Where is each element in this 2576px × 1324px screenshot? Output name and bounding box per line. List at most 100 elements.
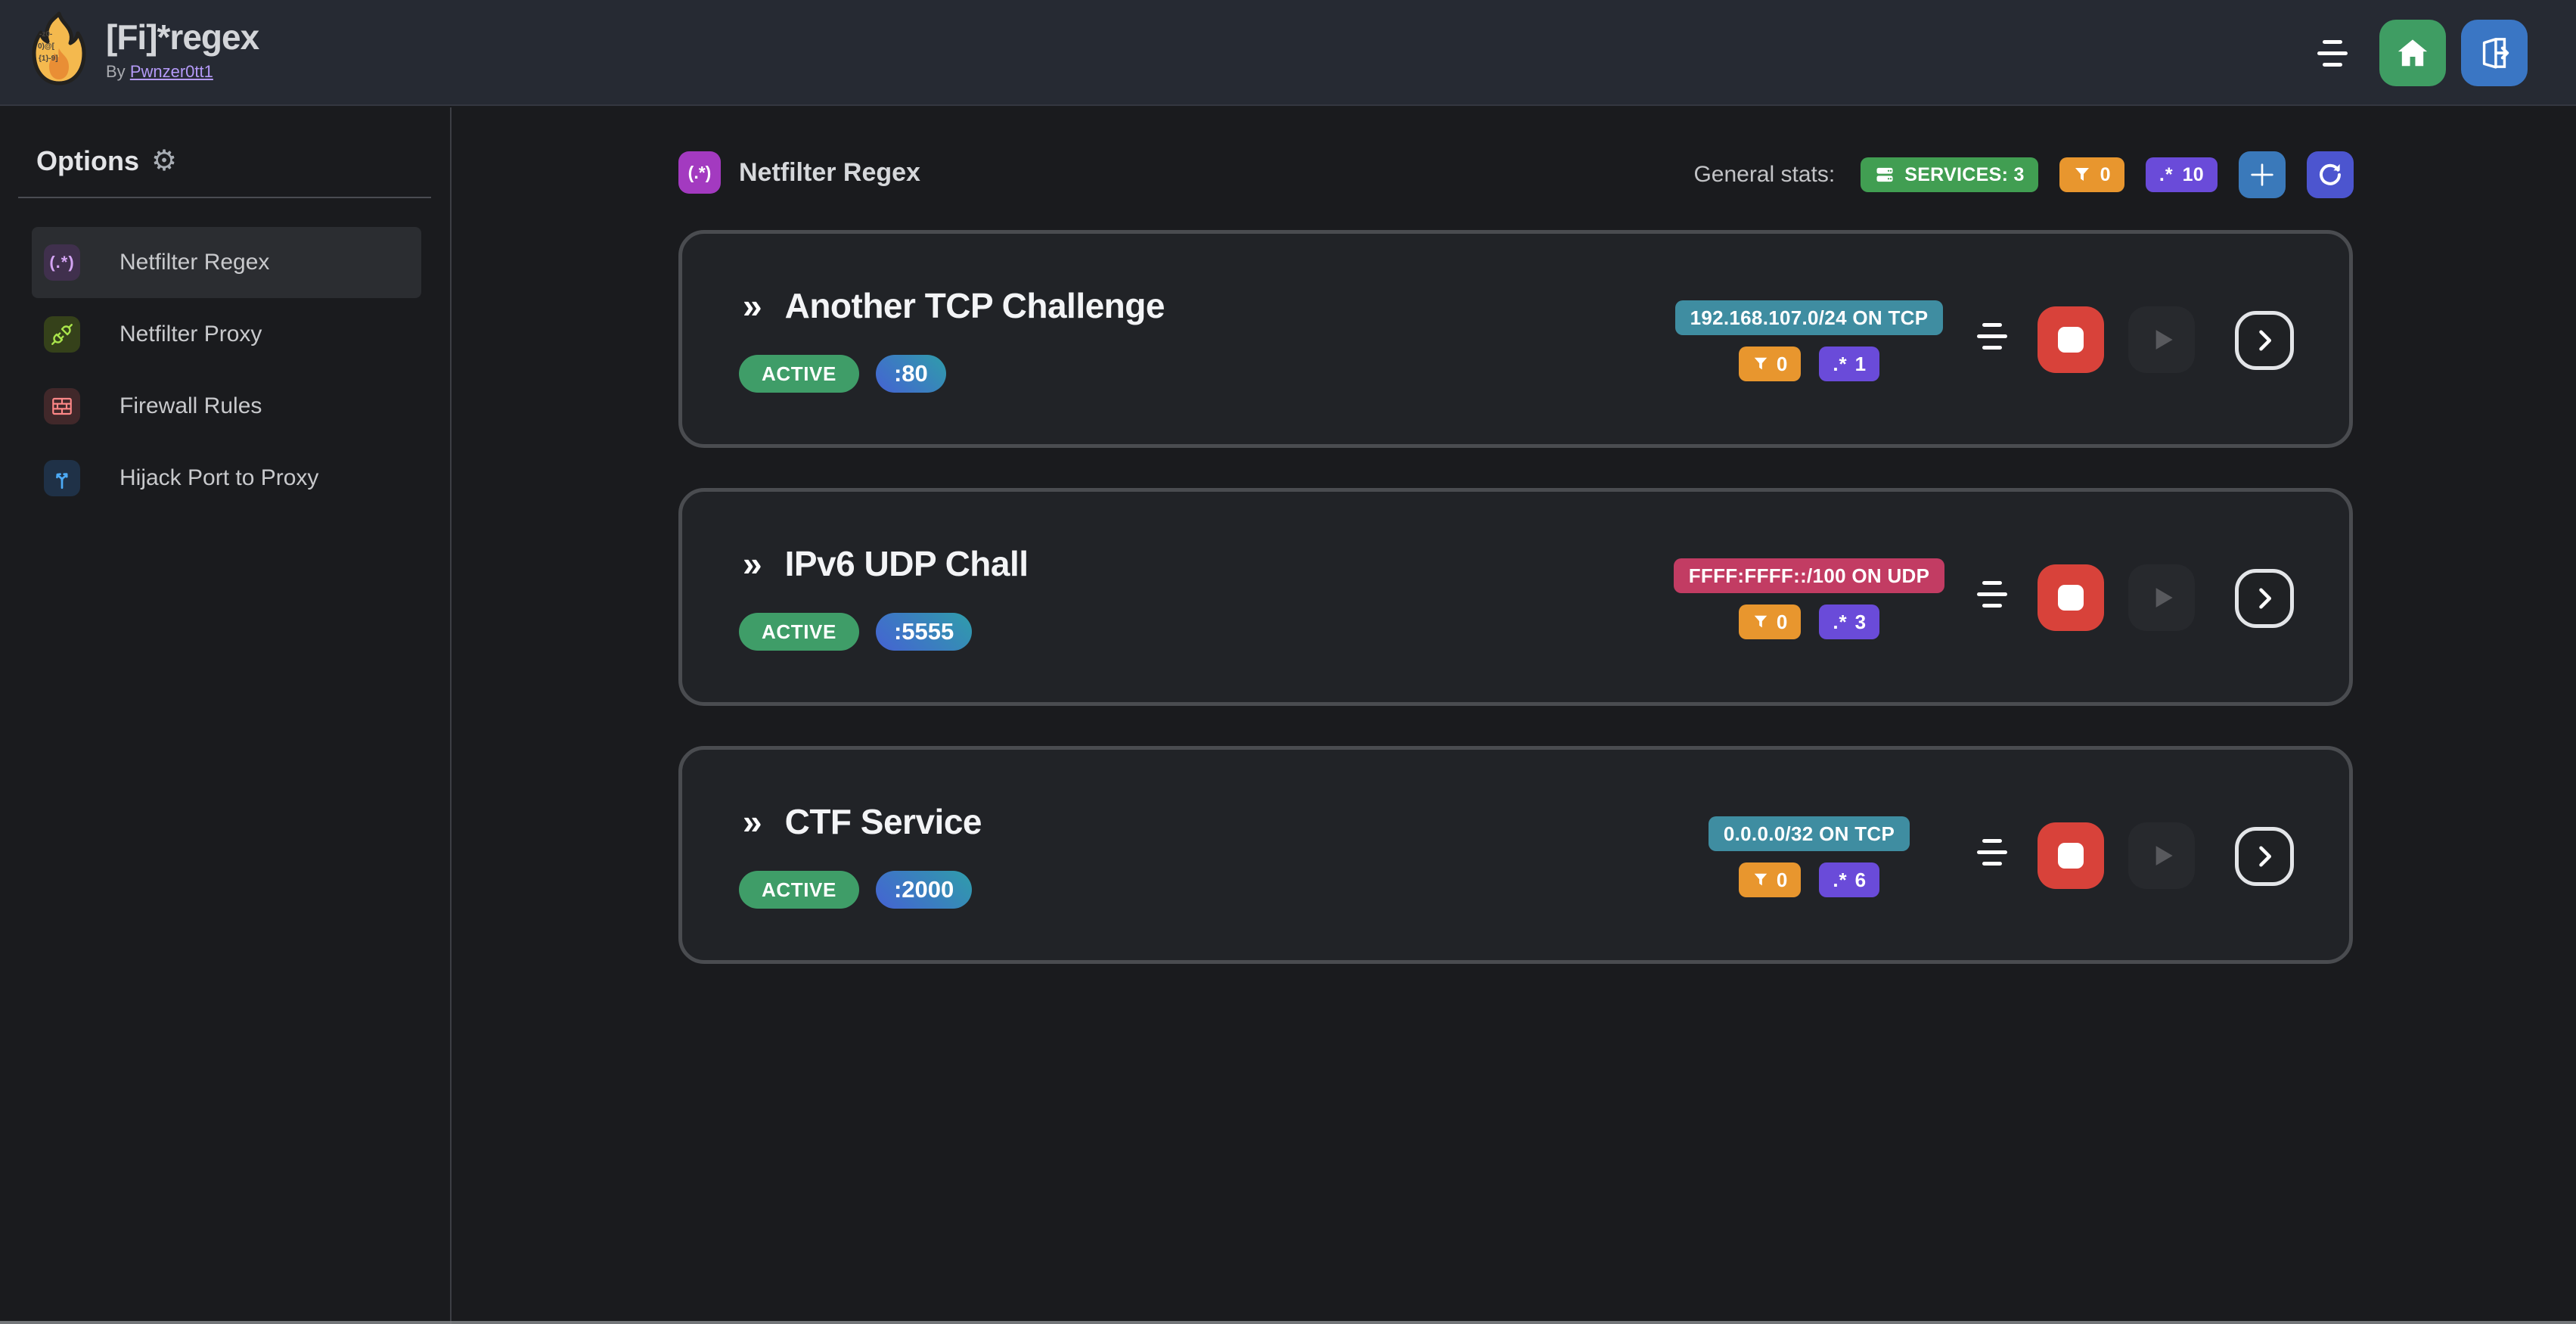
stats-label: General stats:: [1693, 162, 1836, 187]
plug-icon: [44, 316, 80, 353]
menu-icon[interactable]: [2317, 39, 2348, 67]
service-title-row: » IPv6 UDP Chall: [743, 543, 1029, 584]
services-count-badge: SERVICES: 3: [1861, 157, 2038, 192]
regex-count-badge: .* 6: [1819, 862, 1880, 897]
logout-button[interactable]: [2461, 20, 2528, 86]
subnet-badge: 0.0.0.0/32 ON TCP: [1708, 816, 1910, 851]
status-badge: ACTIVE: [739, 355, 859, 393]
service-status-badges: ACTIVE :2000: [739, 871, 973, 909]
main-content: (.*) Netfilter Regex General stats: SERV…: [452, 107, 2576, 1324]
stop-button[interactable]: [2038, 822, 2104, 889]
options-heading: Options ⚙: [36, 145, 178, 178]
service-stats: 192.168.107.0/24 ON TCP 0 .* 1: [1620, 300, 1998, 381]
stop-icon: [2058, 843, 2084, 869]
regex-glyph-icon: .*: [1833, 868, 1848, 891]
brick-wall-icon: [44, 388, 80, 424]
sidebar-menu: (.*) Netfilter Regex Netfilter Proxy: [32, 227, 421, 514]
play-icon: [2155, 330, 2173, 350]
regex-icon: (.*): [44, 244, 80, 281]
play-button[interactable]: [2128, 564, 2195, 631]
bottom-scrollbar[interactable]: [0, 1321, 2576, 1324]
svg-text:{1}-9]: {1}-9]: [39, 54, 58, 63]
service-title: CTF Service: [784, 802, 982, 841]
service-menu-button[interactable]: [1977, 323, 2007, 350]
plus-icon: [2251, 163, 2273, 186]
sidebar-item-netfilter-proxy[interactable]: Netfilter Proxy: [32, 299, 421, 370]
add-service-button[interactable]: [2239, 151, 2286, 198]
home-icon: [2398, 39, 2428, 67]
gear-icon: ⚙: [151, 145, 178, 177]
play-button[interactable]: [2128, 306, 2195, 373]
regex-glyph-icon: .*: [2159, 163, 2174, 185]
top-navbar: -z0- 0)@[ {1}-9] [Fi]*regex By Pwnzer0tt…: [0, 0, 2576, 106]
sidebar: Options ⚙ (.*) Netfilter Regex Netfilter…: [0, 107, 452, 1324]
service-title: Another TCP Challenge: [784, 286, 1165, 325]
service-title-row: » CTF Service: [743, 801, 982, 842]
sidebar-item-firewall-rules[interactable]: Firewall Rules: [32, 371, 421, 442]
chevron-right-icon: [2259, 588, 2271, 609]
app-title: [Fi]*regex: [106, 17, 259, 57]
expand-service-button[interactable]: [2235, 569, 2294, 628]
page-title: Netfilter Regex: [739, 157, 920, 187]
sidebar-item-netfilter-regex[interactable]: (.*) Netfilter Regex: [32, 227, 421, 298]
logout-icon: [2482, 38, 2509, 69]
chevron-right-icon: [2259, 846, 2271, 867]
refresh-button[interactable]: [2307, 151, 2354, 198]
filter-count-badge: 0: [1738, 862, 1802, 897]
regex-glyph-icon: .*: [1833, 352, 1848, 375]
port-badge: :5555: [875, 613, 973, 651]
funnel-icon: [2075, 168, 2089, 181]
flame-logo-icon: -z0- 0)@[ {1}-9]: [32, 11, 86, 85]
service-menu-button[interactable]: [1977, 839, 2007, 866]
service-status-badges: ACTIVE :5555: [739, 613, 973, 651]
regex-count-badge: .* 3: [1819, 605, 1880, 639]
play-icon: [2155, 588, 2173, 608]
subnet-badge: 192.168.107.0/24 ON TCP: [1674, 300, 1944, 335]
service-stats: FFFF:FFFF::/100 ON UDP 0 .* 3: [1620, 558, 1998, 639]
regex-section-icon: (.*): [678, 151, 721, 194]
navbar-actions: [2317, 20, 2528, 86]
funnel-icon: [1754, 873, 1768, 886]
double-chevron-icon: »: [743, 802, 762, 841]
regex-glyph-icon: .*: [1833, 610, 1848, 633]
filter-count-badge: 0: [1738, 605, 1802, 639]
service-card: » CTF Service ACTIVE :2000 0.0.0.0/32 ON…: [678, 746, 2353, 964]
stop-icon: [2058, 585, 2084, 611]
double-chevron-icon: »: [743, 286, 762, 325]
home-button[interactable]: [2379, 20, 2446, 86]
service-stats: 0.0.0.0/32 ON TCP 0 .* 6: [1620, 816, 1998, 897]
play-icon: [2155, 846, 2173, 866]
service-status-badges: ACTIVE :80: [739, 355, 946, 393]
funnel-icon: [1754, 615, 1768, 628]
play-button[interactable]: [2128, 822, 2195, 889]
split-arrows-icon: [44, 460, 80, 496]
status-badge: ACTIVE: [739, 871, 859, 909]
svg-text:0)@[: 0)@[: [38, 42, 55, 51]
expand-service-button[interactable]: [2235, 311, 2294, 370]
general-stats: General stats: SERVICES: 3 0 .* 10: [1693, 151, 2354, 198]
port-badge: :2000: [875, 871, 973, 909]
filters-count-badge: 0: [2059, 157, 2124, 192]
service-mini-badges: 0 .* 1: [1738, 347, 1880, 381]
service-card: » Another TCP Challenge ACTIVE :80 192.1…: [678, 230, 2353, 448]
server-icon: [1876, 167, 1893, 182]
service-menu-button[interactable]: [1977, 581, 2007, 608]
port-badge: :80: [875, 355, 946, 393]
refresh-icon: [2320, 163, 2341, 185]
sidebar-item-hijack-port[interactable]: Hijack Port to Proxy: [32, 443, 421, 514]
stop-icon: [2058, 327, 2084, 353]
author-link[interactable]: Pwnzer0tt1: [129, 62, 213, 81]
expand-service-button[interactable]: [2235, 827, 2294, 886]
subnet-badge: FFFF:FFFF::/100 ON UDP: [1673, 558, 1945, 593]
stop-button[interactable]: [2038, 564, 2104, 631]
service-mini-badges: 0 .* 6: [1738, 862, 1880, 897]
stop-button[interactable]: [2038, 306, 2104, 373]
regex-count-badge: .* 10: [2145, 157, 2218, 192]
filter-count-badge: 0: [1738, 347, 1802, 381]
brand: -z0- 0)@[ {1}-9] [Fi]*regex By Pwnzer0tt…: [30, 11, 259, 94]
double-chevron-icon: »: [743, 544, 762, 583]
service-mini-badges: 0 .* 3: [1738, 605, 1880, 639]
service-list: » Another TCP Challenge ACTIVE :80 192.1…: [678, 230, 2353, 1004]
service-title-row: » Another TCP Challenge: [743, 285, 1165, 326]
status-badge: ACTIVE: [739, 613, 859, 651]
